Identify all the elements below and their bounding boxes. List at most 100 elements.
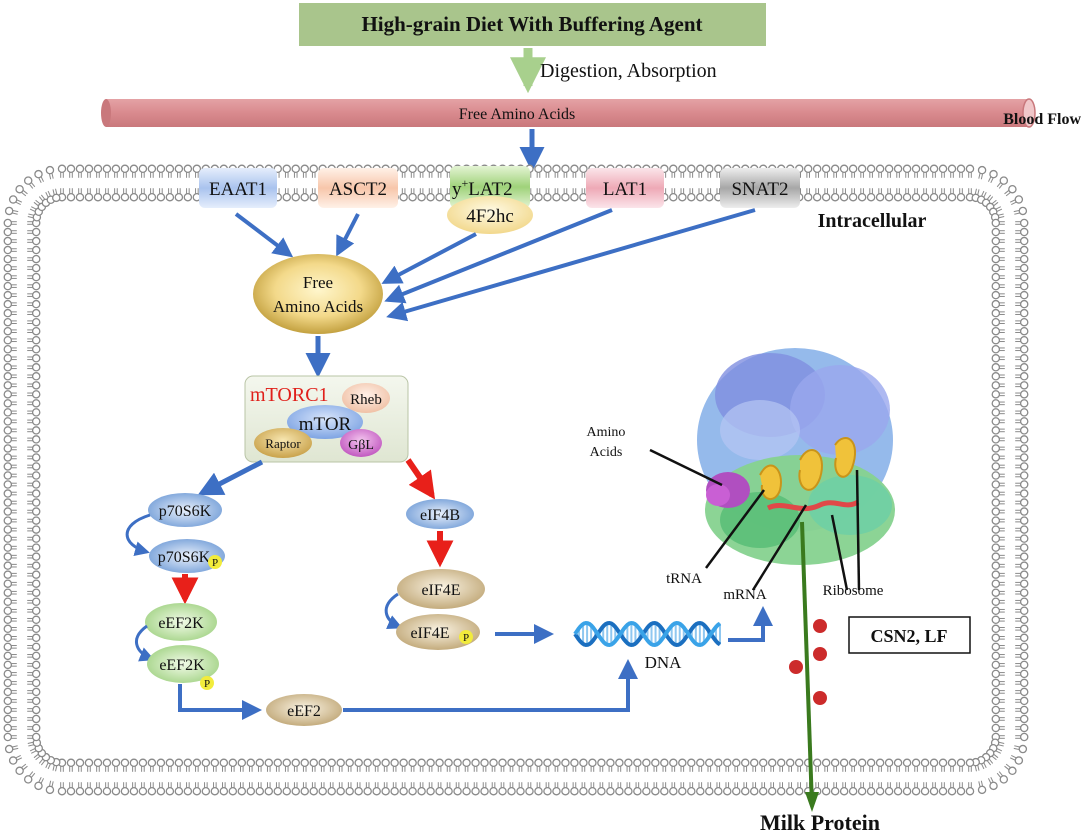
diet-header: High-grain Diet With Buffering Agent bbox=[299, 3, 766, 46]
dna-label: DNA bbox=[645, 653, 683, 672]
transporter-eaat1: EAAT1 bbox=[199, 168, 277, 208]
arrow-eef2k-to-eef2 bbox=[178, 684, 262, 720]
eif4b-node bbox=[406, 499, 474, 529]
eif4e-phospho-label: P bbox=[463, 632, 469, 644]
vessel-label: Free Amino Acids bbox=[459, 106, 575, 123]
arrow-snat2-to-pool bbox=[386, 208, 756, 322]
p70s6k-label: p70S6K bbox=[159, 503, 212, 520]
protein-dot-4 bbox=[813, 691, 827, 705]
pool-label-line2: Amino Acids bbox=[273, 297, 363, 316]
eef2k-label: eEF2K bbox=[158, 615, 204, 632]
arrow-eef2-to-dna bbox=[343, 659, 638, 712]
ribosome-blob-2 bbox=[790, 365, 890, 455]
trna-shape-3 bbox=[834, 437, 857, 478]
trna-label: tRNA bbox=[666, 571, 702, 587]
transporter-ylat2: y+LAT2 bbox=[450, 166, 530, 208]
vessel-tube bbox=[106, 99, 1029, 127]
dna-helix bbox=[573, 620, 722, 648]
gbl-label: GβL bbox=[348, 438, 374, 453]
vessel-left-end bbox=[101, 99, 111, 127]
raptor-label: Raptor bbox=[265, 436, 301, 451]
transporter-lat1-shape bbox=[586, 168, 664, 208]
ribosome-label: Ribosome bbox=[823, 583, 884, 599]
eif4e-phospho-curve bbox=[384, 592, 403, 630]
rheb-shape bbox=[342, 383, 390, 413]
arrow-dna-to-mrna bbox=[728, 606, 773, 642]
arrow-ylat2-to-pool bbox=[381, 232, 477, 284]
transporter-asct2-label: ASCT2 bbox=[329, 179, 387, 200]
ribosome-blob-3 bbox=[720, 400, 800, 460]
transporter-4f2hc-label: 4F2hc bbox=[466, 206, 514, 227]
protein-dot-2 bbox=[813, 647, 827, 661]
transporter-asct2-shape bbox=[318, 168, 398, 208]
eef2k-phospho-curve bbox=[135, 624, 155, 662]
p70s6k-phospho-label: P bbox=[212, 557, 218, 569]
eef2k-p-label: eEF2K bbox=[159, 657, 205, 674]
blood-vessel: Free Amino Acids bbox=[101, 98, 1036, 128]
product-box-frame bbox=[848, 616, 971, 654]
protein-chain-arrowhead bbox=[805, 792, 819, 812]
eif4e-p-node bbox=[396, 614, 480, 650]
amino-acids-label-line2: Acids bbox=[590, 445, 623, 460]
eif4e-phospho-dot bbox=[459, 630, 473, 644]
transporter-snat2-shape bbox=[720, 168, 800, 208]
ribosome-pointers bbox=[649, 448, 861, 591]
eif4e-label: eIF4E bbox=[421, 582, 460, 599]
mrna-strand bbox=[766, 499, 860, 512]
p70s6k-phospho-dot bbox=[208, 555, 222, 569]
pointer-trna bbox=[704, 489, 766, 569]
transporter-4f2hc-shape bbox=[447, 196, 533, 234]
transporter-eaat1-label: EAAT1 bbox=[209, 179, 267, 200]
ribosome-structure bbox=[697, 348, 895, 565]
mtorc1-complex: mTORC1 Rheb mTOR Raptor GβL bbox=[244, 375, 409, 463]
eif4e-node bbox=[397, 569, 485, 609]
transporter-asct2: ASCT2 bbox=[318, 168, 398, 208]
pointer-ribosome-1 bbox=[830, 514, 849, 591]
eif4e-p-label: eIF4E bbox=[410, 625, 449, 642]
eef2k-phospho-label: P bbox=[204, 678, 210, 690]
arrow-lat1-to-pool bbox=[384, 208, 613, 304]
arrow-asct2-to-pool bbox=[336, 213, 360, 257]
trna-shape-2 bbox=[798, 449, 823, 491]
eef2k-p-node bbox=[147, 645, 219, 683]
transporter-snat2: SNAT2 bbox=[720, 168, 800, 208]
transporter-eaat1-shape bbox=[199, 168, 277, 208]
diet-header-box bbox=[299, 3, 766, 46]
milk-protein-label: Milk Protein bbox=[760, 810, 880, 834]
amino-acids-label-line1: Amino bbox=[587, 425, 626, 440]
pool-shape bbox=[253, 254, 383, 334]
product-box: CSN2, LF bbox=[848, 616, 971, 654]
gbl-shape bbox=[340, 429, 382, 457]
milk-protein-chain bbox=[789, 521, 827, 812]
p70s6k-p-node bbox=[149, 539, 225, 573]
eif4b-label: eIF4B bbox=[420, 507, 460, 524]
transporter-4f2hc: 4F2hc bbox=[447, 196, 533, 234]
raptor-shape bbox=[254, 428, 312, 458]
transporter-ylat2-shape bbox=[450, 166, 530, 208]
p70s6k-node bbox=[148, 493, 222, 527]
transporter-lat1-label: LAT1 bbox=[603, 179, 647, 200]
p70s6k-p-label: p70S6K bbox=[158, 549, 211, 566]
eef2k-node bbox=[145, 603, 217, 641]
vessel-right-end bbox=[1022, 98, 1036, 128]
mrna-label: mRNA bbox=[723, 587, 767, 603]
mtor-shape bbox=[287, 405, 363, 439]
eef2k-phospho-dot bbox=[200, 676, 214, 690]
left-branch: p70S6K p70S6K P eEF2K eEF2K P eEF2 bbox=[125, 493, 638, 726]
amino-acid-blob-2 bbox=[706, 484, 730, 506]
product-box-label: CSN2, LF bbox=[870, 626, 947, 646]
digestion-label: Digestion, Absorption bbox=[540, 60, 717, 82]
free-amino-acids-pool: Free Amino Acids bbox=[253, 254, 383, 334]
pointer-amino-acids bbox=[649, 448, 723, 487]
transporter-lat1: LAT1 bbox=[586, 168, 664, 208]
p70s6k-phospho-curve bbox=[125, 513, 151, 556]
eef2-node bbox=[266, 694, 342, 726]
rheb-label: Rheb bbox=[350, 392, 382, 408]
arrow-eaat1-to-pool bbox=[234, 212, 294, 258]
protein-chain bbox=[800, 521, 814, 807]
diet-label: High-grain Diet With Buffering Agent bbox=[361, 12, 702, 36]
transporter-ylat2-label: y+LAT2 bbox=[452, 176, 513, 200]
arrow-mtorc1-to-p70s6k bbox=[197, 459, 264, 496]
right-branch: eIF4B eIF4E eIF4E P bbox=[384, 499, 554, 650]
